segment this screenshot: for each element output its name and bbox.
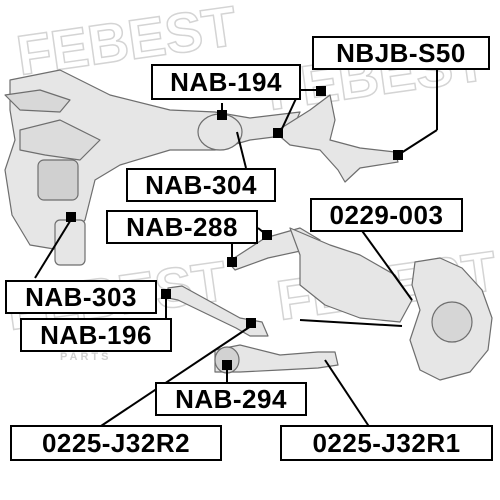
leader-0229-003-b [299, 319, 403, 327]
marker [217, 110, 227, 120]
label-nab-194: NAB-194 [151, 64, 301, 100]
leader-0229-003 [359, 227, 413, 301]
label-nab-196: NAB-196 [20, 318, 172, 352]
rear-mount [37, 159, 79, 201]
label-nbjb-s50: NBJB-S50 [312, 36, 490, 70]
label-0229-003: 0229-003 [310, 198, 463, 232]
marker [262, 230, 272, 240]
label-nab-294: NAB-294 [155, 382, 307, 416]
lower-mount [54, 219, 86, 266]
upper-arm [274, 94, 399, 183]
lower-rod [167, 285, 269, 337]
subframe-arm [19, 119, 101, 161]
label-0225-j32r1: 0225-J32R1 [280, 425, 493, 461]
marker [273, 128, 283, 138]
leader-0225-j32r2 [97, 323, 255, 429]
leader-0225-j32r1 [324, 359, 371, 429]
label-nab-288: NAB-288 [106, 210, 258, 244]
knuckle-hub [431, 301, 473, 343]
marker [222, 360, 232, 370]
label-nab-304: NAB-304 [126, 168, 276, 202]
label-nab-303: NAB-303 [5, 280, 157, 314]
marker [227, 257, 237, 267]
marker [66, 212, 76, 222]
marker [393, 150, 403, 160]
marker [316, 86, 326, 96]
watermark-subtext: PARTS [60, 351, 111, 363]
marker [246, 318, 256, 328]
label-0225-j32r2: 0225-J32R2 [10, 425, 222, 461]
subframe-side [4, 89, 71, 113]
leader-nab-303 [34, 217, 73, 279]
leader-nbjb-s50 [397, 129, 438, 156]
trailing-arm [289, 227, 413, 323]
leader-nab-304 [236, 131, 247, 169]
marker [161, 289, 171, 299]
